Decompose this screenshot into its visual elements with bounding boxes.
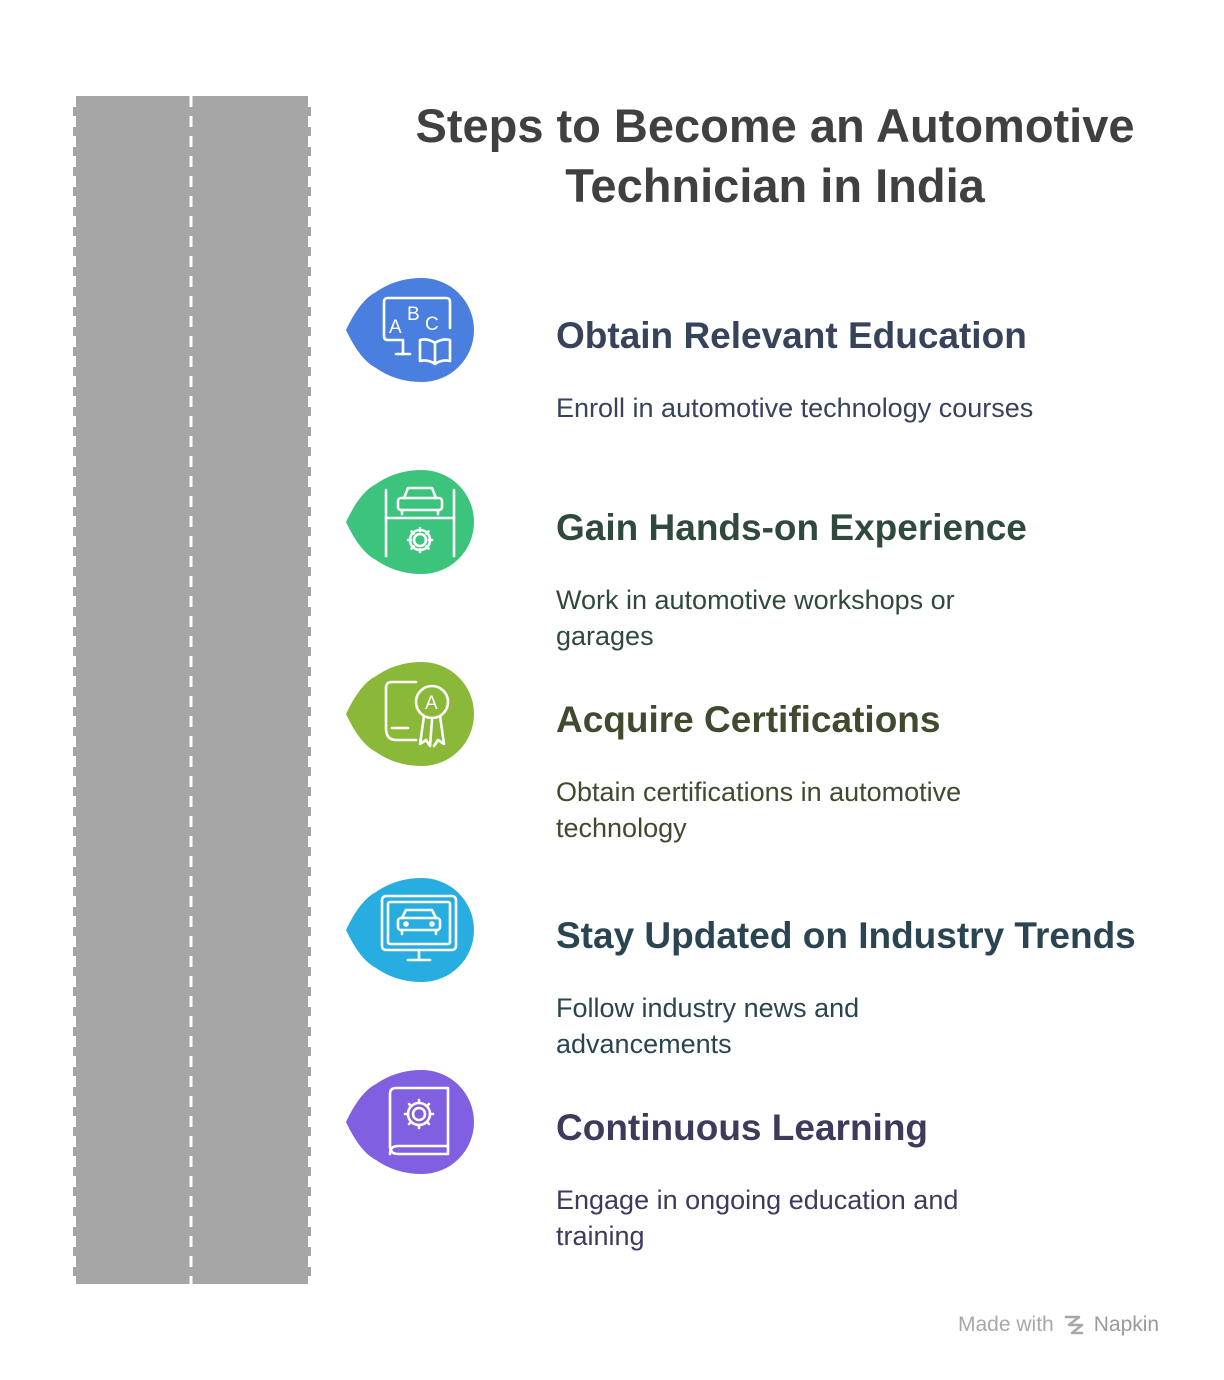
step-description: Enroll in automotive technology courses: [556, 393, 1034, 423]
marker-shape: [346, 662, 474, 766]
made-with-napkin-badge[interactable]: Made with Napkin: [958, 1310, 1159, 1340]
step-marker: [346, 1070, 474, 1174]
page-title: Steps to Become an Automotive Technician…: [415, 99, 1135, 212]
step-description: Obtain certifications in automotive tech…: [556, 777, 962, 843]
step-description: Follow industry news and advancements: [556, 993, 860, 1059]
monitor-car-icon: [380, 894, 458, 962]
step-title: Continuous Learning: [556, 1107, 929, 1148]
step-item: A B C Obtain Relevant Education Enroll i…: [0, 278, 1224, 438]
svg-text:A: A: [425, 693, 438, 714]
napkin-logo-icon: [1064, 1315, 1084, 1335]
marker-shape: [346, 278, 474, 382]
step-marker: [346, 878, 474, 982]
abc-education-icon: A B C: [382, 296, 452, 366]
step-title: Stay Updated on Industry Trends: [556, 915, 1136, 956]
made-with-label: Made with: [958, 1313, 1054, 1336]
step-title: Gain Hands-on Experience: [556, 507, 1027, 548]
road-strip: [73, 96, 311, 1284]
step-title: Obtain Relevant Education: [556, 315, 1027, 356]
svg-text:A: A: [389, 317, 402, 338]
napkin-brand-label: Napkin: [1093, 1313, 1160, 1336]
step-description: Work in automotive workshops or garages: [556, 585, 955, 651]
step-marker: A B C: [346, 278, 474, 382]
step-marker: A: [346, 662, 474, 766]
svg-text:C: C: [425, 314, 439, 335]
step-item: A Acquire Certifications Obtain certific…: [0, 662, 1224, 843]
step-title: Acquire Certifications: [556, 699, 941, 740]
step-item: Continuous Learning Engage in ongoing ed…: [0, 1070, 1224, 1251]
road-lane-markings: [73, 96, 311, 1284]
car-lift-gear-icon: [384, 486, 456, 558]
svg-text:B: B: [407, 304, 420, 325]
step-marker: [346, 470, 474, 574]
marker-shape: [346, 470, 474, 574]
gear-book-icon: [388, 1086, 450, 1156]
step-item: Stay Updated on Industry Trends Follow i…: [0, 878, 1224, 1059]
step-description: Engage in ongoing education and training: [556, 1185, 959, 1251]
certificate-award-icon: A: [384, 680, 450, 748]
step-item: Gain Hands-on Experience Work in automot…: [0, 470, 1224, 651]
